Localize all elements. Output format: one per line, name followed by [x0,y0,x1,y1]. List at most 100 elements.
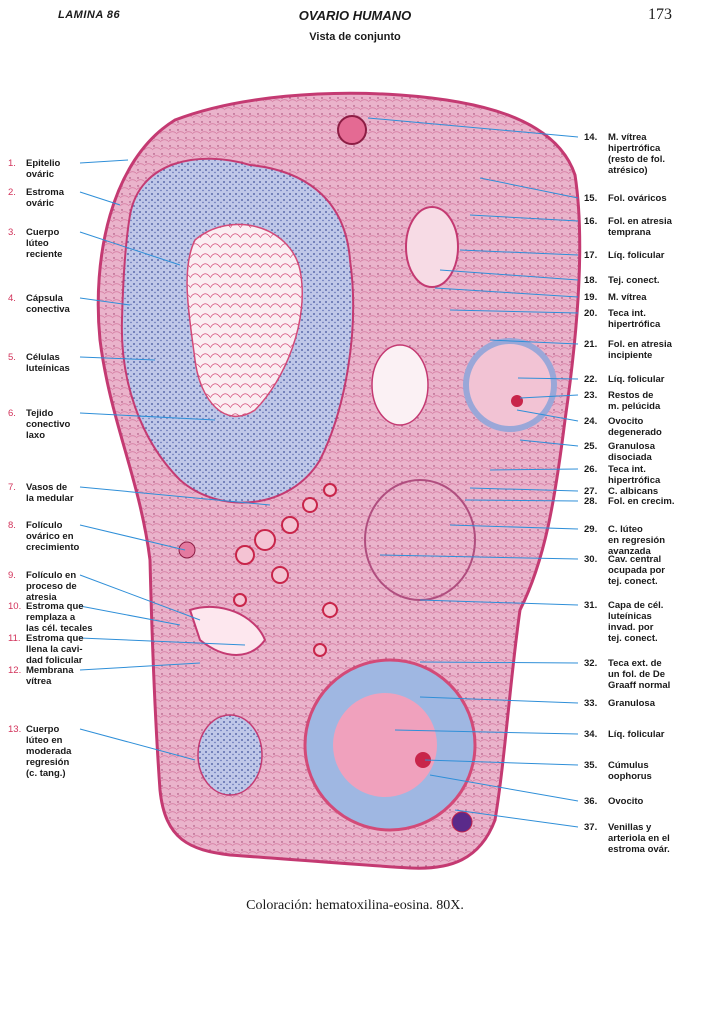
right-label-22: 35.Cúmulus oophorus [584,760,652,782]
left-label-number: 11. [8,633,21,644]
degenerated-oocyte [511,395,523,407]
right-label-number: 23. [584,390,598,401]
right-label-text: Fol. en atresia temprana [608,216,672,238]
right-label-number: 31. [584,600,598,611]
right-label-23: 36. Ovocito [584,796,643,807]
right-label-text: Líq. folicular [608,250,665,261]
right-leader-line-17 [379,554,579,560]
venules [451,811,473,833]
page-title: OVARIO HUMANO [298,8,412,23]
right-label-number: 20. [584,308,598,319]
right-label-text: Granulosa disociada [608,441,655,463]
right-label-text: Líq. folicular [608,374,665,385]
left-label-number: 10. [8,601,22,612]
right-leader-line-6 [434,287,579,298]
left-leader-line-12 [79,662,201,671]
right-label-2: 15.Fol. ováricos [584,193,667,204]
page-subtitle: Vista de conjunto [309,31,401,43]
left-label-text: Cápsula conectiva [26,293,70,315]
figure-caption: Coloración: hematoxilina-eosina. 80X. [246,898,464,913]
leader-lines [79,117,579,828]
right-label-text: C. lúteo en regresión avanzada [608,524,666,557]
left-label-number: 6. [8,408,16,419]
right-label-text: M. vítrea [608,292,647,303]
right-label-number: 19. [584,292,598,303]
right-label-text: Ovocito [608,796,644,807]
left-leader-line-11 [79,637,246,646]
left-label-7: 7. Vasos de la medular [8,482,74,504]
medullary-vessels [233,483,338,657]
follicular-fluid [333,693,437,797]
right-label-number: 27. [584,486,598,497]
right-leader-line-18 [419,599,579,606]
left-label-1: 1.Epitelio ováric [8,158,60,180]
right-label-text: Granulosa [608,698,655,709]
left-label-text: Folículo en proceso de atresia [26,570,77,603]
right-leader-line-4 [459,249,579,256]
atretic-follicle-early [405,206,459,288]
left-leader-line-2 [79,191,121,206]
right-label-number: 32. [584,658,598,669]
right-label-number: 17. [584,250,598,261]
right-label-number: 22. [584,374,598,385]
right-label-text: Líq. folicular [608,729,665,740]
right-label-24: 37.Venillas y arteriola en el estroma ov… [584,822,670,855]
left-label-text: Estroma que remplaza a las cél. tecales [26,601,93,634]
corpus-luteum-center [186,223,303,417]
right-label-3: 16.Fol. en atresia temprana [584,216,672,238]
left-leader-line-3 [79,231,181,266]
left-label-number: 7. [8,482,16,493]
right-label-5: 18.Tej. conect. [584,275,660,286]
left-label-text: Vasos de la medular [26,482,74,504]
right-label-text: Fol. en atresia incipiente [608,339,672,361]
right-label-text: Cúmulus oophorus [608,760,652,782]
atretic-follicle-incipient [463,338,557,432]
left-leader-line-6 [79,412,216,421]
left-label-number: 13. [8,724,22,735]
right-leader-line-10 [519,394,579,399]
right-leader-line-23 [429,774,579,802]
right-leader-line-3 [469,214,579,222]
left-label-number: 5. [8,352,16,363]
right-label-4: 17. Líq. folicular [584,250,664,261]
right-leader-line-13 [489,468,579,471]
left-leader-line-8 [79,524,186,551]
left-label-11: 11. Estroma que llena la cavi- dad folicu… [8,633,84,666]
right-label-10: 23.Restos de m. pelúcida [584,390,660,412]
left-leader-line-9 [79,574,201,621]
right-leader-line-19 [419,661,579,664]
left-label-2: 2.Estroma ováric [8,187,64,209]
right-label-number: 28. [584,496,598,507]
right-label-text: Fol. en crecim. [608,496,675,507]
left-label-3: 3.Cuerpo lúteo reciente [8,227,62,260]
right-leader-line-8 [489,339,579,345]
right-label-number: 29. [584,524,598,535]
left-label-8: 8.Folículo ovárico en crecimiento [8,520,79,553]
right-leader-line-14 [469,487,579,492]
left-label-text: Epitelio ováric [26,158,61,180]
right-label-21: 34.Líq. folicular [584,729,664,740]
right-label-15: 28. Fol. en crecim. [584,496,675,507]
left-label-number: 9. [8,570,16,581]
left-label-number: 3. [8,227,16,238]
right-label-text: M. vítrea hipertrófica (resto de fol. at… [608,132,666,176]
right-leader-line-9 [517,377,579,380]
right-label-text: Teca ext. de un fol. de De Graaff normal [608,658,671,691]
right-label-number: 18. [584,275,598,286]
right-label-20: 33.Granulosa [584,698,655,709]
left-label-number: 8. [8,520,16,531]
right-label-number: 36. [584,796,598,807]
corpus-luteum-advanced [364,479,476,601]
left-leader-line-4 [79,297,131,306]
lamina-label: LAMINA 86 [58,9,121,21]
corpus-albicans [371,344,429,426]
left-label-6: 6.Tejido conectivo laxo [8,408,70,441]
left-label-number: 4. [8,293,16,304]
right-leader-line-22 [424,759,579,766]
right-label-number: 15. [584,193,598,204]
corpus-luteum-regression [197,714,263,796]
left-label-text: Estroma que llena la cavi- dad folicular [26,633,84,666]
left-label-10: 10. Estroma que remplaza a las cél. tecal… [8,601,93,634]
right-leader-line-1 [367,117,579,138]
